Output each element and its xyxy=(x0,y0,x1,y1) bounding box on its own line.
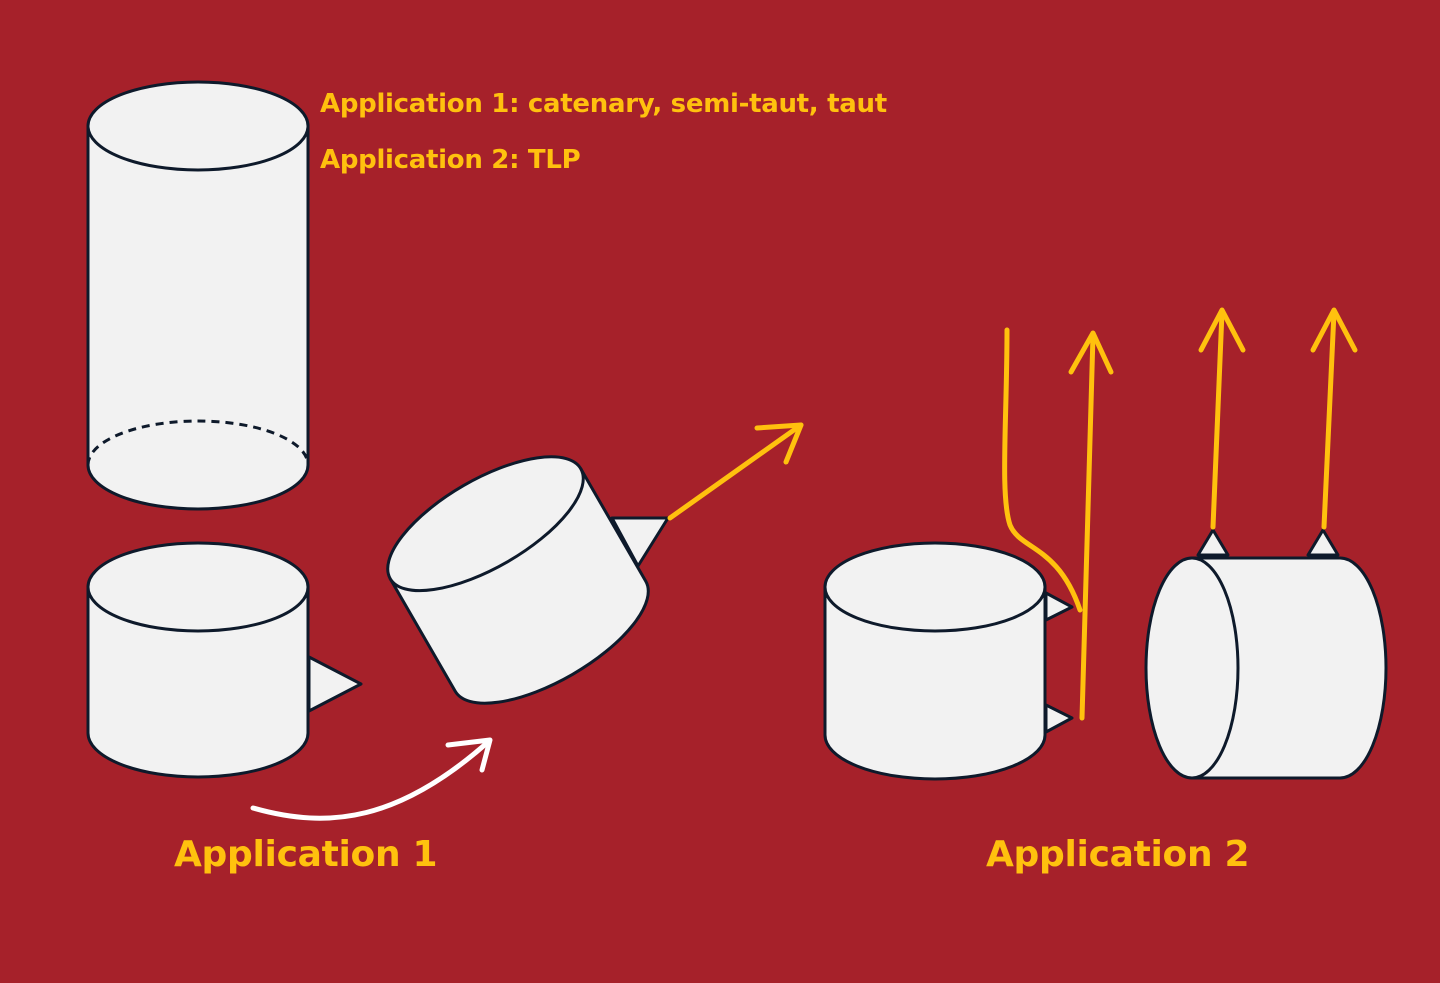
horizontal-cylinder-app2 xyxy=(1144,556,1388,780)
padeye-app1-tilted xyxy=(610,516,670,568)
padeye-app2-top-left xyxy=(1196,528,1230,557)
padeye-app1-cut xyxy=(307,655,363,713)
upright-cylinder-app2 xyxy=(823,541,1047,781)
application-1-caption: Application 1 xyxy=(174,834,438,875)
application-2-note: Application 2: TLP xyxy=(320,145,581,175)
padeye-app2-upper xyxy=(1044,591,1074,622)
application-2-caption: Application 2 xyxy=(986,834,1250,875)
tendon-arrows-app2 xyxy=(1198,307,1358,530)
application-1-note: Application 1: catenary, semi-taut, taut xyxy=(320,89,887,119)
padeye-app2-lower xyxy=(1044,703,1074,734)
rotation-arrow xyxy=(250,737,493,821)
tall-cylinder xyxy=(86,80,310,511)
mooring-line-arrow-app1 xyxy=(667,422,804,521)
padeye-app2-top-right xyxy=(1306,528,1340,557)
tilted-cylinder xyxy=(386,455,650,705)
cut-cylinder xyxy=(86,541,310,779)
tendon-lines-app2 xyxy=(1002,327,1114,721)
